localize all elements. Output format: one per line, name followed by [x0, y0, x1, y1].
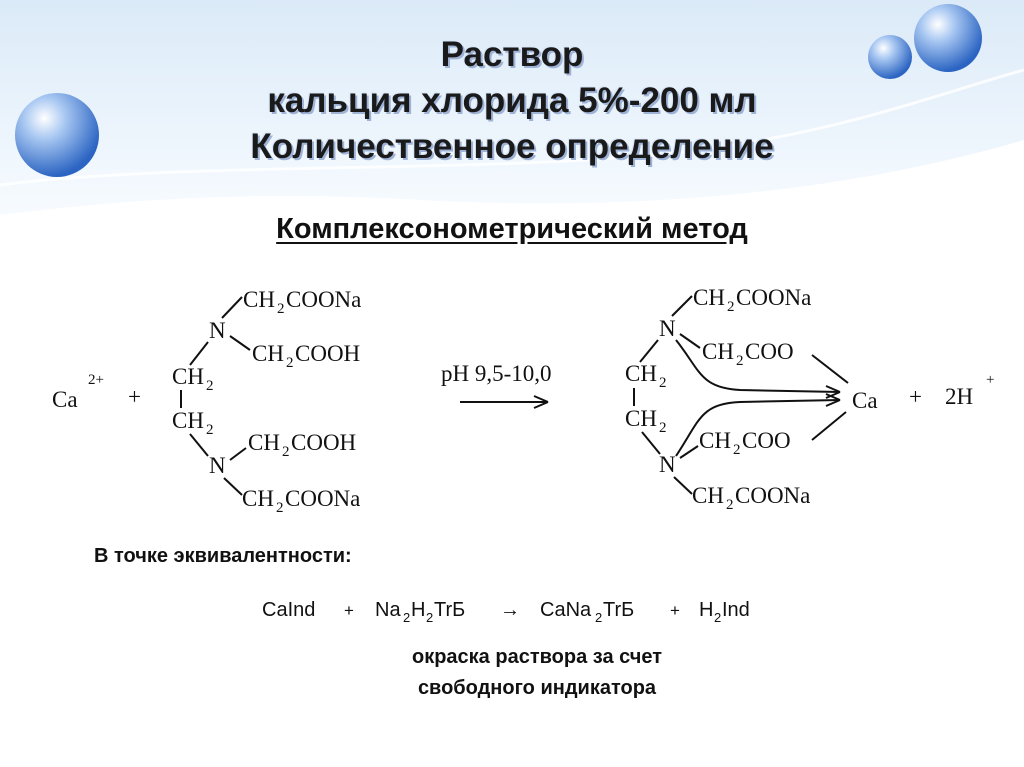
- edta-acid-group-2: COOH: [291, 430, 356, 455]
- coordination-bond: [811, 411, 847, 441]
- prod-bottom-group: COONa: [735, 483, 810, 508]
- eq-trb: TrБ: [434, 599, 465, 621]
- prod-n-top: N: [659, 316, 676, 341]
- edta-n-bottom: N: [209, 453, 226, 478]
- bond: [679, 333, 701, 349]
- eq-cana: CaNa: [540, 599, 592, 621]
- edta-top-ch: CH: [243, 287, 275, 312]
- bond: [229, 335, 251, 351]
- edta-acid-ch-2: CH: [248, 430, 280, 455]
- eq-arrow: →: [500, 599, 520, 621]
- title-line-2: кальция хлорида 5%-200 мл: [267, 81, 757, 120]
- prod-bottom-sub: 2: [726, 497, 734, 513]
- edta-bridge-ch-2: CH: [172, 408, 204, 433]
- eq-reactant-caind: CaInd: [262, 599, 315, 621]
- prod-coo-ch-2: CH: [699, 428, 731, 453]
- edta-acid-ch-1: CH: [252, 341, 284, 366]
- note-line-1: окраска раствора за счет: [412, 646, 662, 668]
- bond: [221, 296, 243, 319]
- eq-h-sub: 2: [426, 610, 433, 625]
- plus-sign-1: +: [128, 384, 141, 409]
- eq-cana-sub: 2: [595, 610, 602, 625]
- title-line-3: Количественное определение: [250, 127, 774, 166]
- prod-coo-1: COO: [745, 339, 794, 364]
- edta-acid-sub-2: 2: [282, 444, 290, 460]
- eq-h2ind-ind: Ind: [722, 599, 750, 621]
- edta-top-group: COONa: [286, 287, 361, 312]
- coordination-arrowhead: [825, 393, 841, 407]
- prod-coo-sub-1: 2: [736, 353, 744, 369]
- edta-bridge-sub-1: 2: [206, 378, 214, 394]
- equivalence-equation: CaInd + Na 2 H 2 TrБ → CaNa 2 TrБ + H 2 …: [262, 599, 750, 625]
- prod-bottom-ch: CH: [692, 483, 724, 508]
- edta-acid-sub-1: 2: [286, 355, 294, 371]
- edta-bottom-ch: CH: [242, 486, 274, 511]
- title-line-1: Раствор: [440, 35, 584, 74]
- bond: [223, 477, 243, 496]
- eq-h2ind-sub: 2: [714, 610, 721, 625]
- bond: [671, 295, 693, 317]
- method-title: Комплексонометрический метод: [276, 213, 748, 245]
- eq-plus-1: +: [344, 601, 354, 620]
- h-charge: +: [986, 372, 994, 388]
- ca-charge: 2+: [88, 372, 104, 388]
- edta-top-sub: 2: [277, 301, 285, 317]
- eq-cana-trb: TrБ: [603, 599, 634, 621]
- prod-n-bottom: N: [659, 452, 676, 477]
- edta-bridge-sub-2: 2: [206, 422, 214, 438]
- coordination-arrow-n-top: [675, 339, 841, 393]
- sphere-small: [868, 35, 912, 79]
- prod-ca: Ca: [852, 388, 878, 413]
- bond: [641, 431, 661, 455]
- note-line-2: свободного индикатора: [418, 677, 657, 699]
- eq-na: Na: [375, 599, 401, 621]
- equivalence-heading: В точке эквивалентности:: [94, 545, 352, 567]
- prod-bridge-sub-1: 2: [659, 375, 667, 391]
- sphere-right: [914, 4, 982, 72]
- eq-na-sub: 2: [403, 610, 410, 625]
- edta-bottom-sub: 2: [276, 500, 284, 516]
- bond: [189, 433, 209, 457]
- edta-n-top: N: [209, 318, 226, 343]
- coordination-bond: [811, 354, 849, 384]
- bond: [679, 445, 699, 459]
- prod-bridge-ch-1: CH: [625, 361, 657, 386]
- plus-sign-2: +: [909, 384, 922, 409]
- ca-ion: Ca: [52, 387, 78, 412]
- prod-coo-2: COO: [742, 428, 791, 453]
- edta-bottom-group: COONa: [285, 486, 360, 511]
- prod-coo-sub-2: 2: [733, 442, 741, 458]
- bond: [639, 339, 659, 363]
- h-ion: 2H: [945, 384, 973, 409]
- header-band: [0, 0, 1024, 215]
- bond: [229, 447, 247, 461]
- edta-bridge-ch-1: CH: [172, 364, 204, 389]
- prod-coo-ch-1: CH: [702, 339, 734, 364]
- prod-top-ch: CH: [693, 285, 725, 310]
- prod-top-group: COONa: [736, 285, 811, 310]
- ph-condition: pH 9,5-10,0: [441, 361, 552, 386]
- coordination-arrow-n-bottom: [675, 399, 841, 457]
- reaction-arrowhead: [533, 395, 549, 409]
- bond: [189, 341, 209, 366]
- slide-title: Раствор кальция хлорида 5%-200 мл Количе…: [0, 32, 1024, 170]
- eq-h: H: [411, 599, 425, 621]
- header-swoosh: [0, 68, 1024, 187]
- eq-h2ind-h: H: [699, 599, 713, 621]
- sphere-left: [15, 93, 99, 177]
- eq-plus-2: +: [670, 601, 680, 620]
- bond: [673, 476, 693, 495]
- edta-acid-group-1: COOH: [295, 341, 360, 366]
- prod-bridge-ch-2: CH: [625, 406, 657, 431]
- prod-bridge-sub-2: 2: [659, 420, 667, 436]
- prod-top-sub: 2: [727, 299, 735, 315]
- coordination-arrowhead: [825, 385, 841, 399]
